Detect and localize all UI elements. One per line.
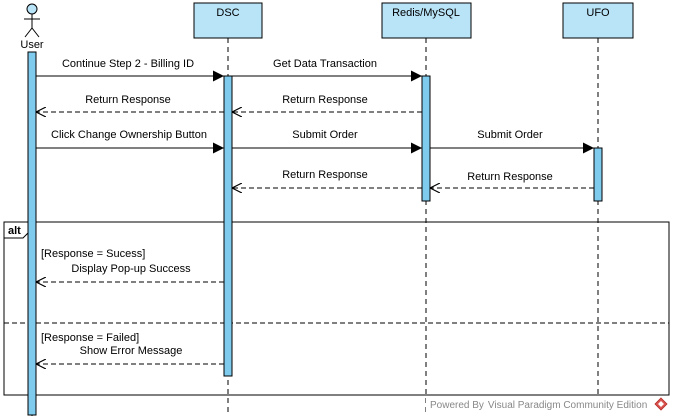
actor-right-leg-icon [31, 27, 40, 38]
footer-background [426, 396, 673, 420]
return-label-11: Show Error Message [80, 345, 183, 357]
ufo-label: UFO [586, 7, 610, 19]
alt-keyword: alt [8, 225, 21, 237]
return-label-3: Return Response [85, 94, 171, 106]
message-label-6: Submit Order [292, 129, 358, 141]
alt-guard-success: [Response = Sucess] [41, 248, 145, 260]
redis-activation [421, 75, 431, 202]
actor-left-leg-icon [24, 27, 33, 38]
redis-mysql-label: Redis/MySQL [392, 7, 460, 19]
alt-frame [3, 221, 670, 396]
ufo-box [562, 2, 634, 39]
return-label-10: Display Pop-up Success [71, 263, 191, 275]
alt-guard-failed: [Response = Failed] [41, 332, 139, 344]
user-activation [27, 51, 37, 416]
visual-paradigm-logo-icon [654, 397, 668, 411]
footer-watermark: Powered By Visual Paradigm Community Edi… [430, 400, 647, 411]
message-label-7: Submit Order [477, 129, 543, 141]
redis-mysql-box [381, 2, 472, 39]
dsc-box [193, 2, 263, 39]
return-label-8: Return Response [282, 169, 368, 181]
dsc-activation [223, 75, 233, 377]
message-label-5: Click Change Ownership Button [51, 129, 207, 141]
user-actor [24, 3, 40, 38]
alt-frame-tab [3, 221, 29, 239]
return-label-4: Return Response [282, 94, 368, 106]
ufo-activation [593, 147, 603, 202]
actor-head-icon [26, 3, 38, 15]
return-label-9: Return Response [467, 171, 553, 183]
actor-label: User [20, 39, 44, 51]
message-label-1: Continue Step 2 - Billing ID [62, 58, 194, 70]
dsc-label: DSC [216, 7, 239, 19]
message-label-2: Get Data Transaction [273, 58, 377, 70]
